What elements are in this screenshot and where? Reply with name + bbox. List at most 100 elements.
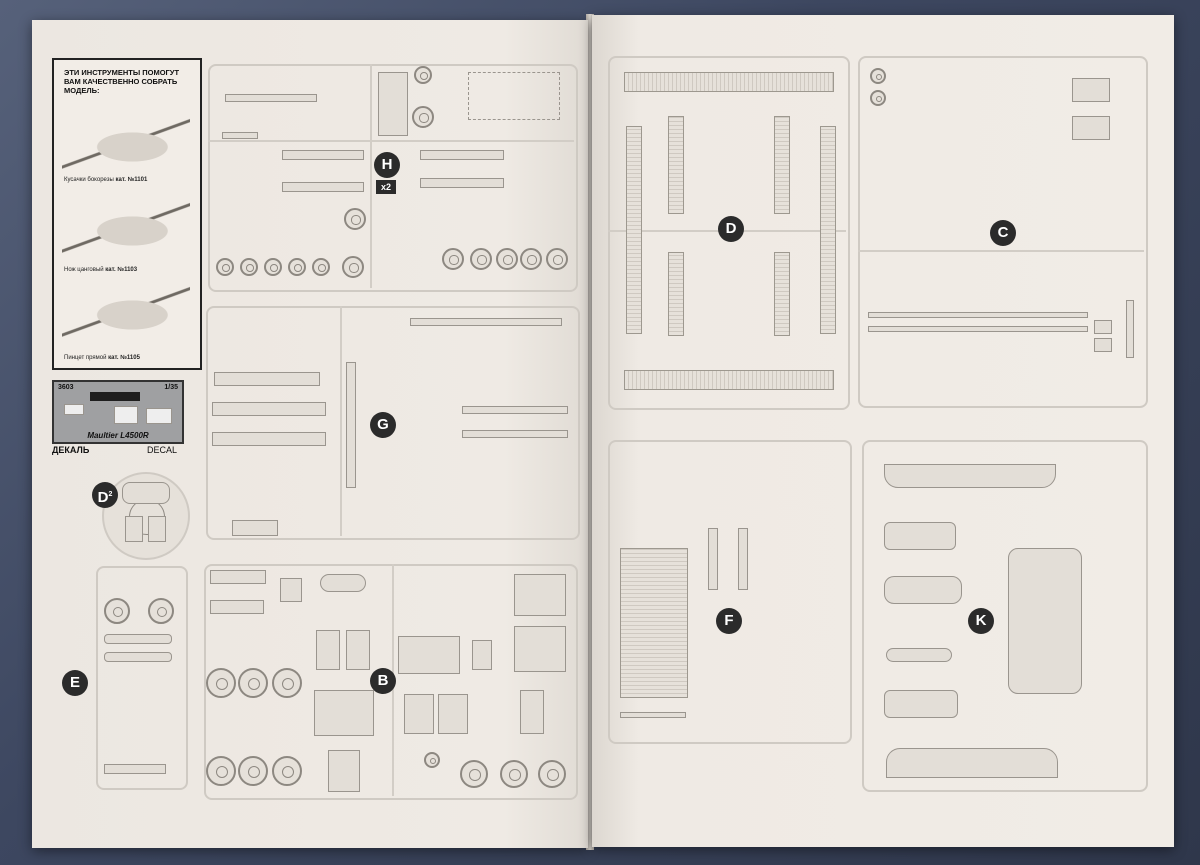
right-page — [592, 15, 1174, 847]
sprue-wheel — [148, 598, 174, 624]
sprue-runner — [208, 140, 574, 142]
sprue-part — [868, 326, 1088, 332]
sprue-c-label: C — [990, 220, 1016, 246]
sprue-part — [398, 636, 460, 674]
sprue-wheel — [344, 208, 366, 230]
cargo-bed-side — [626, 126, 642, 334]
sprue-part-group — [468, 72, 560, 120]
sprue-runner — [340, 306, 342, 536]
sprue-part — [738, 528, 748, 590]
booklet-spine — [586, 14, 594, 850]
sprue-part — [104, 634, 172, 644]
sprue-wheel — [342, 256, 364, 278]
sprue-part — [378, 72, 408, 136]
sprue-part — [1072, 116, 1110, 140]
sprue-part — [232, 520, 278, 536]
sprue-k-frame — [862, 440, 1148, 792]
hobby-knife-illustration — [62, 202, 190, 260]
sprue-wheel — [442, 248, 464, 270]
sprue-wheel — [216, 258, 234, 276]
sprue-d-label: D — [718, 216, 744, 242]
sprue-g-label: G — [370, 412, 396, 438]
sprue-part — [1072, 78, 1110, 102]
tarp-part — [884, 522, 956, 550]
tarp-part — [884, 464, 1056, 488]
sprue-e-label: E — [62, 670, 88, 696]
sprue-d-frame — [608, 56, 850, 410]
sprue-part — [1094, 320, 1112, 334]
decal-marking — [146, 408, 172, 424]
sprue-wheel — [272, 668, 302, 698]
sprue-part — [104, 764, 166, 774]
sprue-wheel — [520, 248, 542, 270]
sprue-k-label: K — [968, 608, 994, 634]
sprue-h-label: H — [374, 152, 400, 178]
cargo-bed-side — [668, 116, 684, 214]
cargo-bed-side — [774, 252, 790, 336]
sprue-part — [214, 372, 320, 386]
sprue-wheel — [206, 668, 236, 698]
sprue-wheel — [500, 760, 528, 788]
sprue-part — [316, 630, 340, 670]
sprue-wheel — [312, 258, 330, 276]
sprue-part — [320, 574, 366, 592]
sprue-part — [708, 528, 718, 590]
sprue-f-label: F — [716, 608, 742, 634]
kit-scale: 1/35 — [164, 384, 178, 391]
sprue-wheel — [870, 68, 886, 84]
sprue-part — [462, 406, 568, 414]
sprue-part — [346, 362, 356, 488]
decal-label-ru: ДЕКАЛЬ — [52, 445, 90, 455]
sprue-part — [868, 312, 1088, 318]
sprue-part — [1094, 338, 1112, 352]
sprue-part — [210, 600, 264, 614]
sprue-part — [104, 652, 172, 662]
sprue-wheel — [538, 760, 566, 788]
decal-label-en: DECAL — [147, 445, 178, 455]
sprue-part — [222, 132, 258, 139]
side-cutters-illustration — [62, 118, 190, 176]
tweezers-illustration — [62, 286, 190, 344]
sprue-part — [125, 516, 143, 542]
sprue-wheel — [240, 258, 258, 276]
tool-caption-knife: Нож цанговый кат. №1103 — [64, 267, 138, 273]
sprue-part — [346, 630, 370, 670]
sprue-part — [472, 640, 492, 670]
tarp-part — [886, 748, 1058, 778]
decal-sheet: 3603 1/35 Maultier L4500R — [52, 380, 184, 444]
sprue-part — [148, 516, 166, 542]
sprue-part — [212, 432, 326, 446]
model-name: Maultier L4500R — [87, 431, 149, 440]
sprue-part — [514, 574, 566, 616]
sprue-part — [282, 150, 364, 160]
sprue-wheel — [460, 760, 488, 788]
sprue-part — [404, 694, 434, 734]
cargo-bed-side — [774, 116, 790, 214]
tools-title: ЭТИ ИНСТРУМЕНТЫ ПОМОГУТ ВАМ КАЧЕСТВЕННО … — [64, 68, 180, 95]
sprue-b-frame — [204, 564, 578, 800]
sprue-part — [462, 430, 568, 438]
sprue-part — [328, 750, 360, 792]
sprue-wheel — [104, 598, 130, 624]
sprue-part — [514, 626, 566, 672]
tarp-part — [884, 576, 962, 604]
sprue-wheel — [870, 90, 886, 106]
sprue-c-frame — [858, 56, 1148, 408]
sprue-part — [420, 178, 504, 188]
sprue-e-frame — [96, 566, 188, 790]
sprue-wheel — [238, 668, 268, 698]
decal-marking — [64, 404, 84, 415]
tarp-roof — [1008, 548, 1082, 694]
sprue-runner — [370, 64, 372, 288]
sprue-part — [212, 402, 326, 416]
sprue-wheel — [412, 106, 434, 128]
sprue-wheel — [206, 756, 236, 786]
sprue-part — [410, 318, 562, 326]
sprue-part — [282, 182, 364, 192]
sprue-d2-label: D2 — [92, 482, 118, 508]
sprue-wheel — [272, 756, 302, 786]
cargo-bed-side-top — [624, 72, 834, 92]
decal-marking — [114, 406, 138, 424]
sprue-part — [620, 712, 686, 718]
license-plate-decal — [90, 392, 140, 401]
